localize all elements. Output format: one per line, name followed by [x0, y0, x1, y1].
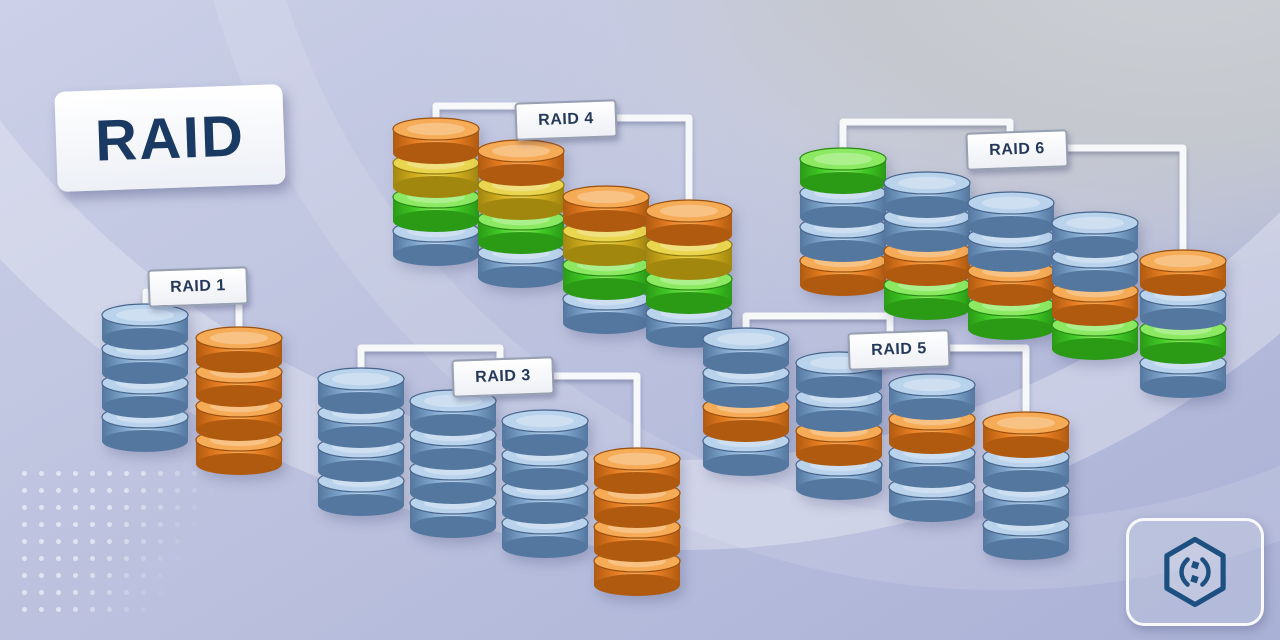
- page-title: RAID: [94, 102, 246, 174]
- logo-hexagon-icon: [1164, 536, 1226, 608]
- disk-stack: [645, 199, 733, 348]
- disk-stack: [195, 326, 283, 475]
- raid-label: RAID 6: [965, 129, 1069, 171]
- disk-stack: [392, 117, 480, 266]
- disk: [101, 303, 189, 350]
- disk: [1051, 211, 1139, 258]
- disk: [799, 147, 887, 194]
- disk: [195, 326, 283, 373]
- raid-label: RAID 1: [147, 266, 249, 308]
- disk-stack: [888, 373, 976, 522]
- disk-stack: [593, 447, 681, 596]
- disk: [593, 447, 681, 494]
- disk-stack: [883, 171, 971, 320]
- disk-stack: [982, 411, 1070, 560]
- logo-glyph-squares: [1190, 560, 1200, 584]
- disk-stack: [477, 139, 565, 288]
- disk: [1139, 249, 1227, 296]
- disk: [982, 445, 1070, 492]
- disk: [409, 491, 497, 538]
- disk-stack: [799, 147, 887, 296]
- disk: [317, 367, 405, 414]
- raid-label: RAID 3: [451, 356, 555, 398]
- disk-stack: [967, 191, 1055, 340]
- disk-stack: [501, 409, 589, 558]
- disk: [888, 373, 976, 420]
- disk: [967, 191, 1055, 238]
- disk-stack: [101, 303, 189, 452]
- disk-stack: [317, 367, 405, 516]
- dot-pattern: [16, 465, 231, 620]
- raid-label: RAID 5: [847, 329, 951, 371]
- disk-stack: [1051, 211, 1139, 360]
- disk: [702, 327, 790, 374]
- title-card: RAID: [54, 84, 286, 192]
- disk: [562, 185, 650, 232]
- disk-stack: [1139, 249, 1227, 398]
- logo-glyph: [1179, 557, 1211, 587]
- disk: [392, 117, 480, 164]
- disk-stack: [795, 351, 883, 500]
- disk-stack: [702, 327, 790, 476]
- disk: [982, 411, 1070, 458]
- disk-stack: [562, 185, 650, 334]
- disk: [501, 409, 589, 456]
- disk: [409, 389, 497, 436]
- disk-stack: [409, 389, 497, 538]
- brand-logo: [1126, 518, 1264, 626]
- disk: [477, 139, 565, 186]
- raid-label: RAID 4: [514, 99, 618, 141]
- disk: [883, 171, 971, 218]
- disk: [645, 199, 733, 246]
